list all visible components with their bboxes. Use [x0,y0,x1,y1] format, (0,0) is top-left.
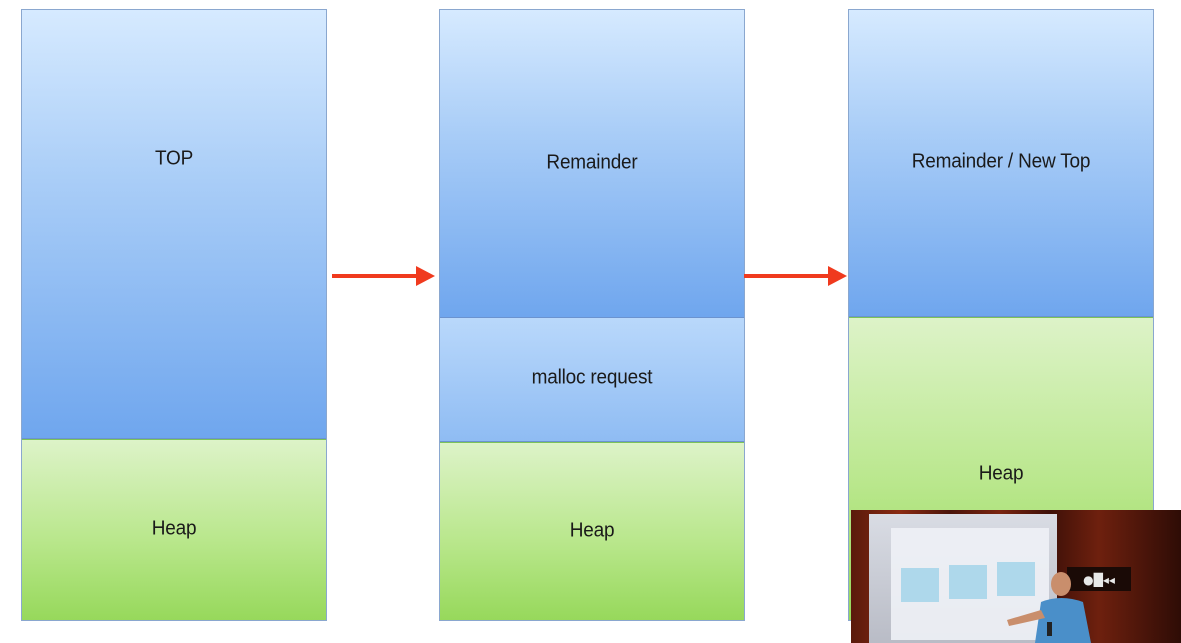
stage-sign [1067,567,1131,591]
speaker-video-frame: ●█◂◂ [851,510,1181,643]
heap-segment: Heap [440,442,744,620]
top-chunk-label: TOP [154,147,194,170]
heap-segment: Heap [22,439,326,620]
right-arrow-icon [744,266,847,286]
right-arrow-icon [332,266,435,286]
remainder-segment: Remainder [440,10,744,318]
remainder-label: Remainder [546,150,638,174]
heap-diagram-split: Remainder malloc request Heap [439,9,745,621]
heap-diagram-initial: TOP Heap [21,9,327,621]
speaker-figure [1007,572,1091,643]
new-top-segment: Remainder / New Top [849,10,1153,317]
malloc-request-segment: malloc request [440,318,744,442]
top-chunk-segment: TOP [22,10,326,439]
heap-label: Heap [569,518,615,542]
speaker-video-overlay[interactable]: ●█◂◂ [851,510,1181,643]
stage-sign-text: ●█◂◂ [1083,572,1115,587]
heap-label: Heap [978,462,1024,485]
malloc-request-label: malloc request [531,365,653,389]
heap-label: Heap [151,517,197,540]
new-top-label: Remainder / New Top [911,150,1091,173]
